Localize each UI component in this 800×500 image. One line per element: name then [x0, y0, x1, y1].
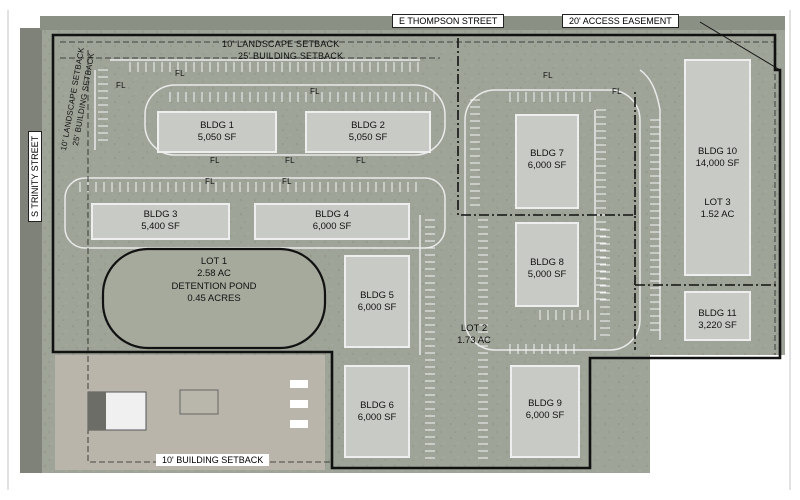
buildings — [91, 59, 751, 458]
building-10-footprint — [684, 59, 751, 276]
property-boundary — [51, 33, 782, 470]
small-structures — [87, 380, 308, 431]
fire-lane-label: FL — [612, 87, 622, 96]
building-setback-top-label: 25' BUILDING SETBACK — [238, 51, 344, 61]
building-7-footprint — [515, 114, 579, 209]
building-4-footprint — [254, 203, 410, 240]
building-1-footprint — [157, 111, 277, 153]
fire-lane-label: FL — [285, 156, 295, 165]
easement-line — [699, 21, 781, 71]
detention-pond — [101, 247, 327, 350]
building-setback-bottom-label: 10' BUILDING SETBACK — [156, 454, 270, 466]
building-9-footprint — [510, 365, 580, 458]
trinity-street-road — [20, 28, 42, 473]
building-3-footprint — [91, 203, 230, 240]
building-2-footprint — [305, 111, 431, 153]
west-street-label: S TRINITY STREET — [28, 130, 42, 222]
building-6-footprint — [344, 365, 410, 458]
fire-lane-label: FL — [356, 156, 366, 165]
building-8-footprint — [515, 222, 579, 307]
access-easement-label: 20' ACCESS EASEMENT — [562, 14, 679, 28]
fire-lane-label: FL — [205, 177, 215, 186]
fire-lane-label: FL — [282, 177, 292, 186]
building-11-footprint — [684, 291, 751, 341]
fire-lane-label: FL — [543, 71, 553, 80]
landscape-setback-top-label: 10' LANDSCAPE SETBACK — [222, 39, 340, 49]
parking-stalls — [79, 62, 660, 459]
building-5-footprint — [344, 255, 410, 348]
fire-lane-label: FL — [116, 81, 126, 90]
lot-lines — [457, 38, 780, 350]
north-street-label: E THOMPSON STREET — [392, 14, 505, 28]
fire-lane-label: FL — [210, 156, 220, 165]
fire-lane-label: FL — [175, 69, 185, 78]
fire-lane-label: FL — [310, 87, 320, 96]
